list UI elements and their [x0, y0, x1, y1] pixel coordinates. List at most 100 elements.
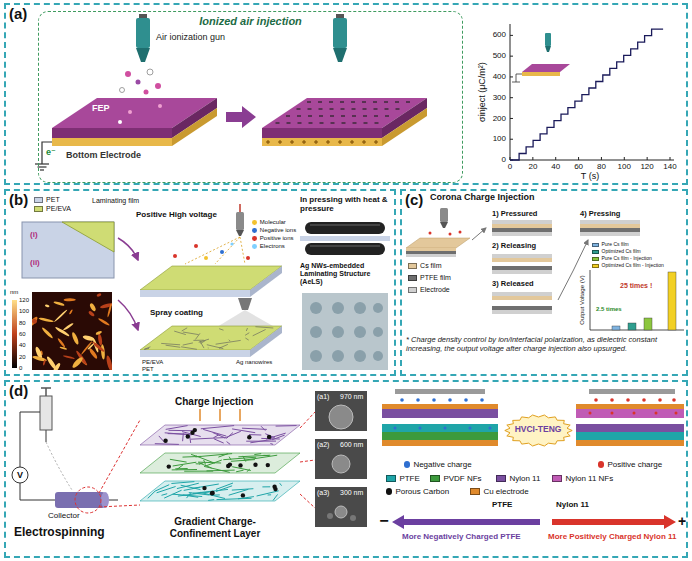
legend-text: PVDF NFs: [443, 474, 481, 483]
negative-charge: [341, 108, 345, 109]
zoom-lines: [300, 412, 315, 428]
nanofiber: [217, 498, 252, 499]
negative-charge: [329, 101, 333, 102]
teng-device-positive: [610, 398, 614, 402]
corona-gun: [459, 231, 462, 234]
tem-images: [315, 439, 367, 479]
legend-text: Optimized Cs film - Injection: [602, 263, 664, 269]
syringe: [45, 430, 46, 442]
teng-device-negative: [382, 424, 498, 432]
teng-device-negative: [444, 427, 447, 430]
fep-film: [158, 104, 162, 108]
negative-charge: [373, 101, 377, 102]
air-ionization-gun: [333, 48, 347, 62]
afm-texture: [64, 298, 76, 301]
teng-device-negative: [395, 389, 485, 394]
teng-device-negative: [448, 398, 452, 402]
high-voltage-wire: [109, 500, 118, 501]
afm-texture: [54, 309, 68, 322]
legend-text: Positive charge: [607, 460, 662, 469]
legend-text: Cs film: [420, 262, 441, 270]
flow-arrow: [118, 300, 138, 330]
part-label: Laminating film: [92, 197, 139, 205]
legend-entry: Nylon 11: [496, 474, 540, 483]
axis-tick-label: 600: [493, 31, 506, 40]
legend-entry: Positive ions: [252, 235, 293, 242]
nanowire: [246, 328, 247, 331]
axis-tick-label: 300: [493, 93, 506, 102]
nanofiber: [172, 469, 197, 470]
axis-tick-label: 100: [493, 135, 506, 144]
film-stack: [140, 290, 250, 297]
air-ions: [136, 80, 141, 85]
legend-text: Positive ions: [260, 235, 294, 242]
arrow-caption: More Positively Charged Nylon 11: [548, 532, 676, 541]
porous-carbon: [228, 462, 232, 466]
porous-carbon: [186, 434, 190, 438]
afm-texture: [100, 344, 105, 360]
axis-title: σinject (μC/m²): [477, 62, 487, 122]
negative-charge: [364, 122, 368, 123]
legend-symbol: [252, 220, 257, 225]
teng-steps: [492, 254, 552, 258]
cs-film-stack: [406, 251, 456, 254]
chart-inset: [522, 72, 560, 76]
porous-carbon: [190, 431, 194, 435]
axis-tick-label: 20: [528, 162, 537, 171]
step-label: 3) Released: [492, 280, 534, 289]
nanofiber: [171, 482, 194, 484]
ion-dots: [194, 244, 198, 248]
afm-texture: [55, 326, 70, 337]
nanofiber: [254, 454, 261, 455]
air-ions: [120, 88, 125, 93]
legend-text: Negative charge: [413, 460, 471, 469]
nanofiber: [148, 491, 155, 498]
colorbar-unit: nm: [10, 289, 18, 296]
porous-carbon: [210, 491, 214, 495]
nanofiber: [232, 429, 255, 433]
spray-nozzle: [212, 298, 280, 330]
legend-swatch: [592, 250, 599, 255]
tem-images: [329, 405, 353, 429]
zoom-lines: [300, 494, 315, 508]
positive-charge: [376, 140, 377, 144]
axis-tick-label: 140: [663, 162, 676, 171]
nanofiber: [227, 442, 231, 445]
panel-letter: (b): [9, 191, 28, 208]
tem-images: [335, 506, 347, 518]
axis-tick: [510, 139, 513, 140]
ground-wire: [40, 169, 44, 170]
negative-charge: [362, 101, 366, 102]
nanowire: [144, 348, 149, 350]
teng-device-positive: [626, 398, 630, 402]
teng-device-positive: [675, 412, 678, 415]
injection-arrows: [199, 409, 201, 421]
negative-charge: [396, 108, 400, 109]
legend-text: PTFE film: [420, 274, 451, 282]
afm-texture: [107, 303, 112, 317]
step-arrow: [472, 228, 588, 300]
afm-image: [12, 292, 112, 370]
sample-photo: [332, 350, 344, 362]
negative-charge: [375, 122, 379, 123]
porous-carbon: [163, 439, 167, 443]
panel-letter: (c): [405, 191, 423, 208]
porous-carbon: [241, 493, 245, 497]
nanofiber: [155, 443, 179, 445]
layer-label: PET: [142, 366, 154, 373]
teng-device-positive: [589, 412, 592, 415]
teng-device-negative: [416, 398, 420, 402]
nanowire: [208, 347, 209, 349]
negative-charge: [308, 115, 312, 116]
air-ions: [125, 71, 131, 77]
corona-gun: [429, 208, 462, 236]
high-voltage-wire: [20, 483, 55, 500]
afm-texture: [46, 356, 58, 370]
axis-tick: [510, 56, 513, 57]
nanowire: [207, 345, 224, 349]
nanofiber: [199, 463, 212, 468]
footnote: * Charge density control by ion/interfac…: [406, 336, 684, 353]
step-title: Corona Charge Injection: [430, 192, 535, 202]
nanofiber: [226, 433, 233, 439]
ion-dots: [246, 256, 250, 260]
